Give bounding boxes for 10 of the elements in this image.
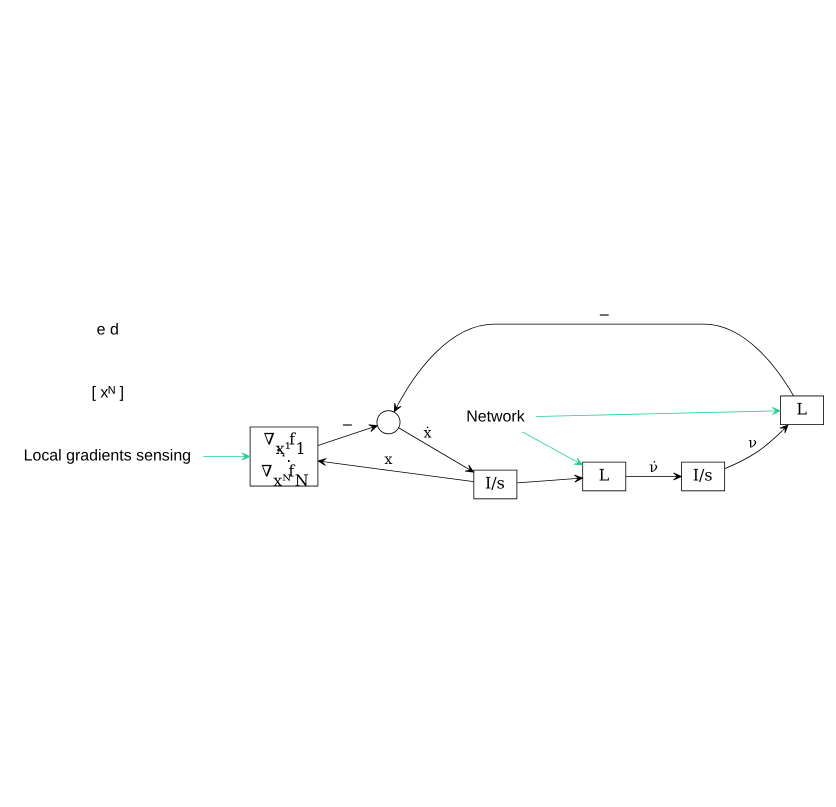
edge-label: − — [598, 308, 610, 324]
edge-label: ν̇ — [649, 460, 658, 476]
label: e d — [96, 322, 119, 339]
edge-label: ẋ — [424, 426, 432, 442]
node-text: Local gradients sensing — [24, 448, 192, 465]
edge-label: ν — [748, 435, 757, 452]
label: [ xᴺ ] — [91, 384, 124, 402]
edge-label: − — [341, 418, 354, 434]
node-text: Network — [466, 408, 525, 426]
edge-label: x — [384, 452, 393, 468]
